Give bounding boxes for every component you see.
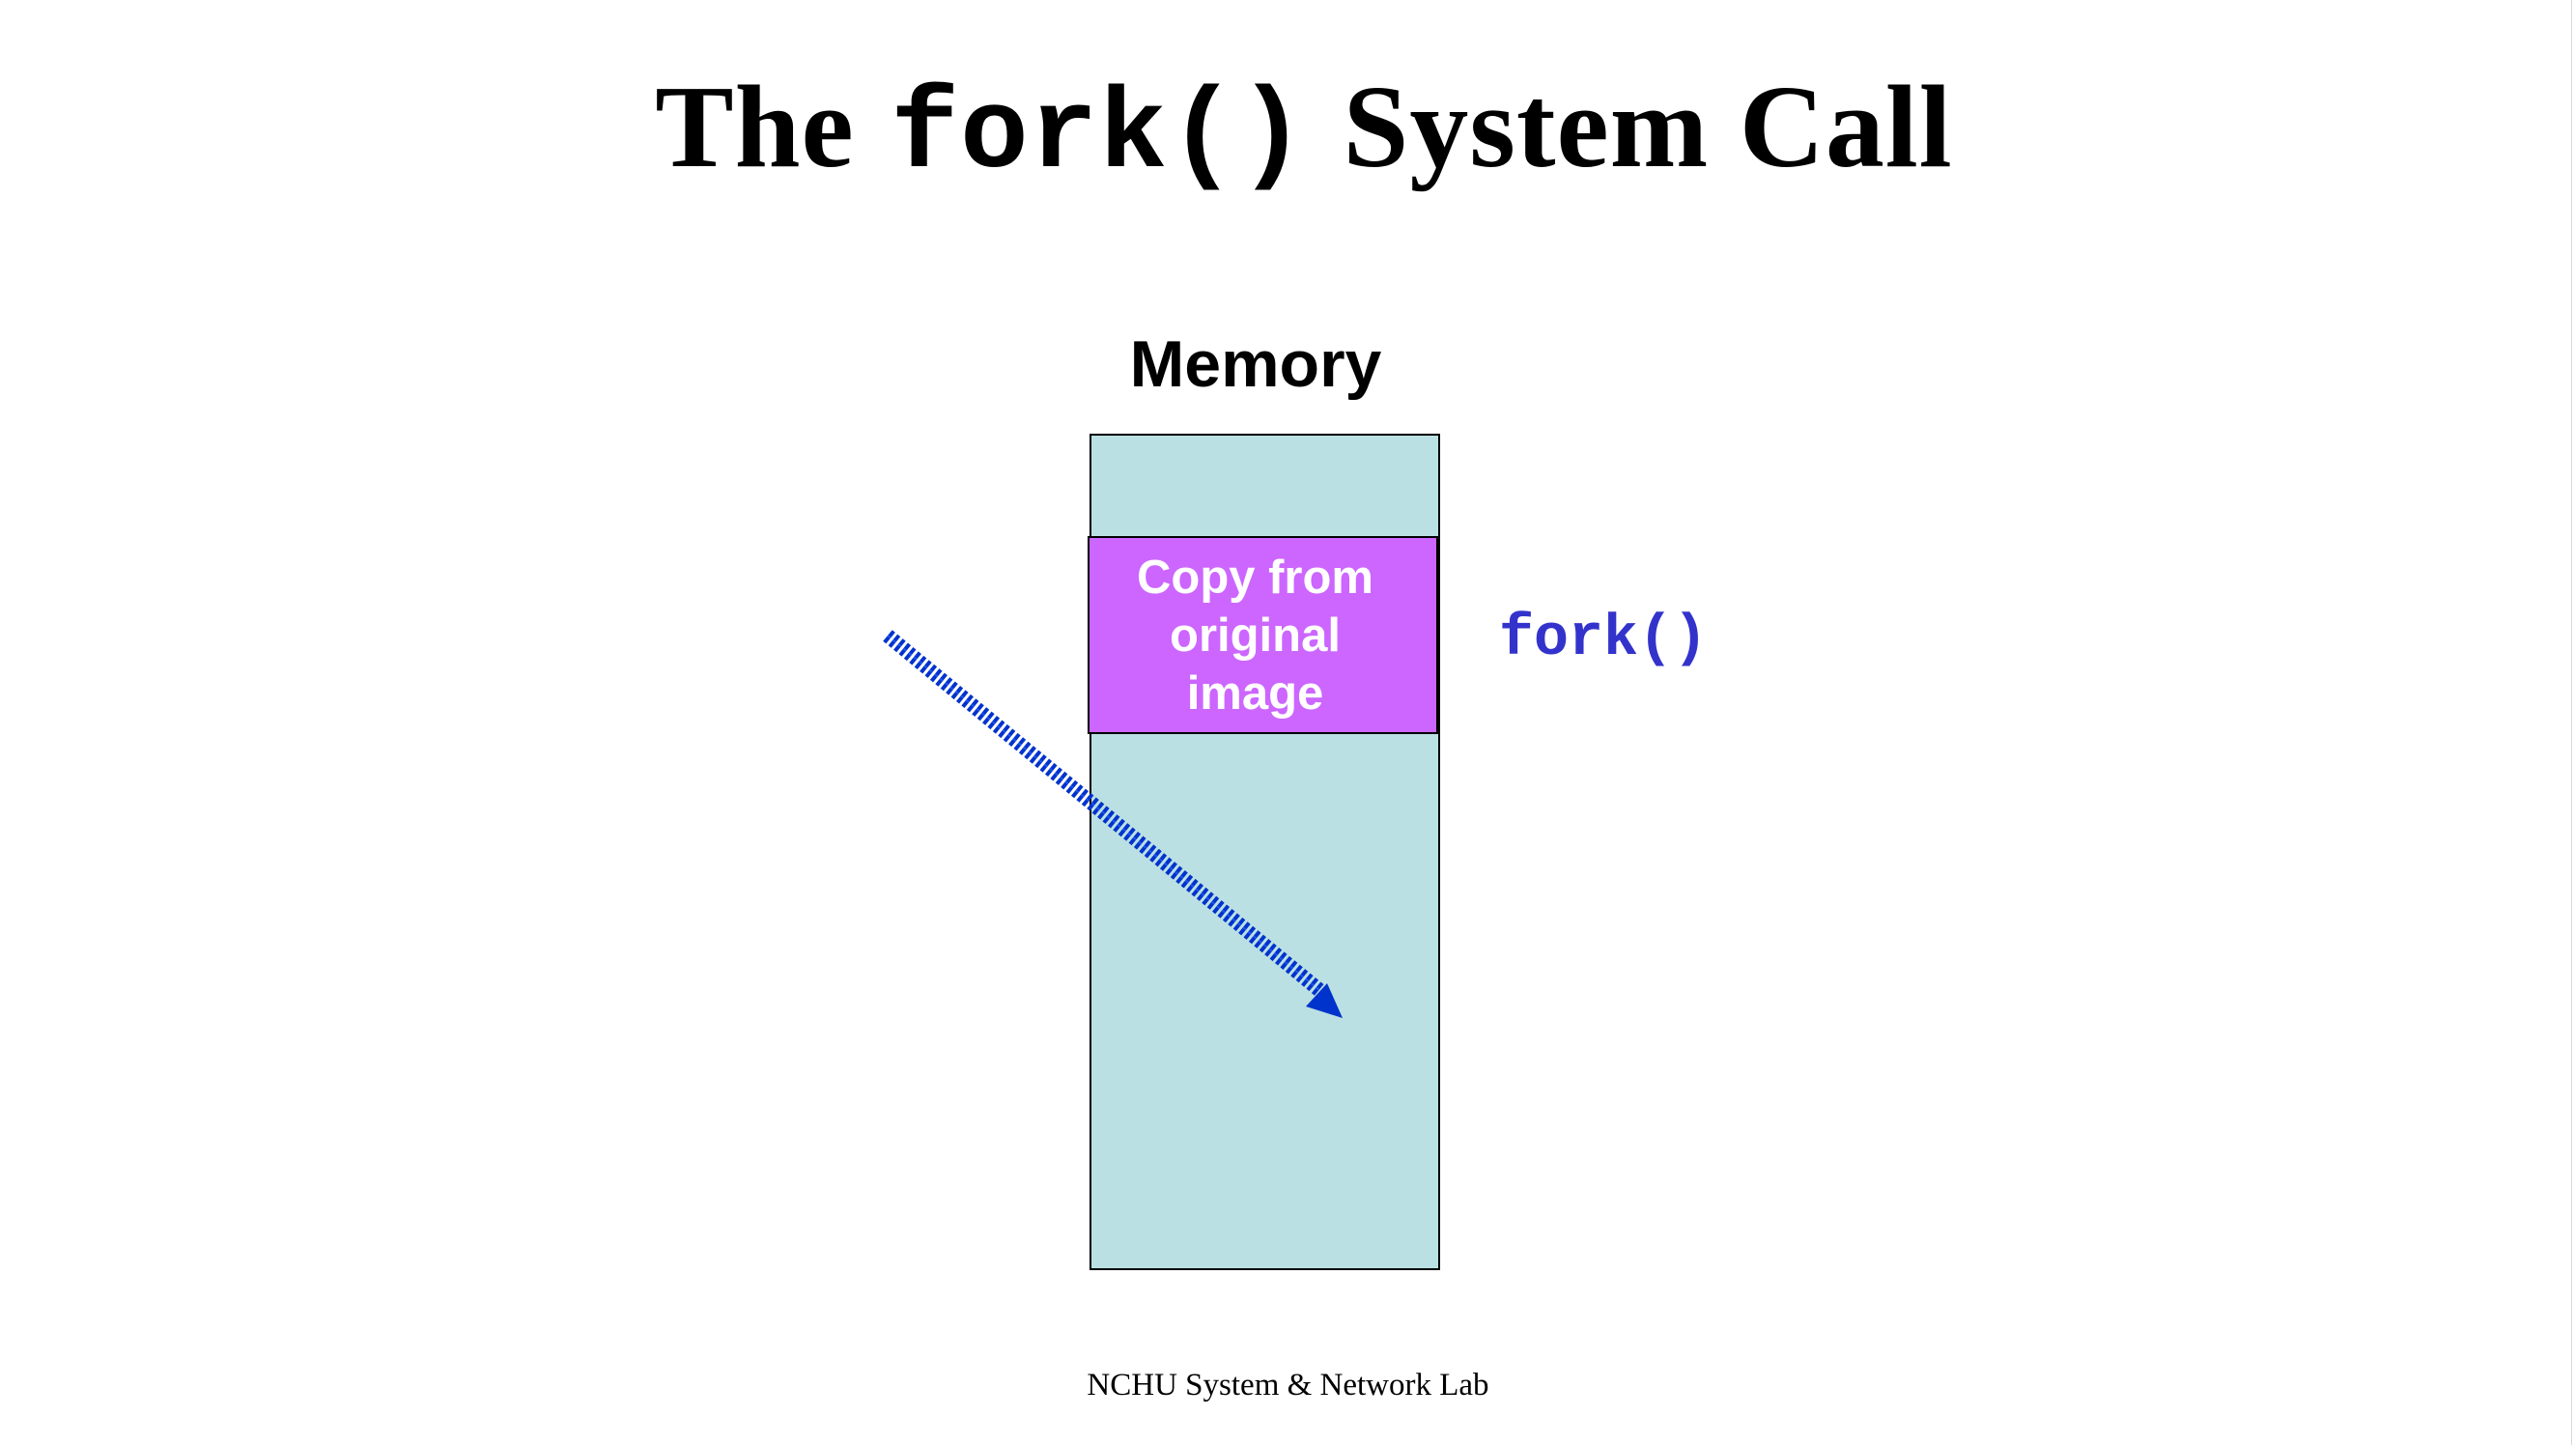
- fork-call-label: fork(): [1499, 607, 1709, 672]
- title-code: fork(): [891, 72, 1308, 201]
- copy-box-line-2: original: [1170, 609, 1341, 662]
- slide-footer: NCHU System & Network Lab: [1087, 1368, 1489, 1402]
- title-prefix: The: [655, 62, 855, 192]
- copy-box-line-1: Copy from: [1137, 551, 1373, 604]
- copy-box-line-3: image: [1186, 666, 1324, 720]
- title-suffix: System Call: [1343, 62, 1953, 192]
- memory-label: Memory: [1129, 327, 1382, 401]
- slide-edge-divider: [2571, 0, 2572, 1445]
- copied-image-block: Copy from original image: [1088, 536, 1438, 734]
- slide-title: The fork() System Call: [0, 60, 2576, 201]
